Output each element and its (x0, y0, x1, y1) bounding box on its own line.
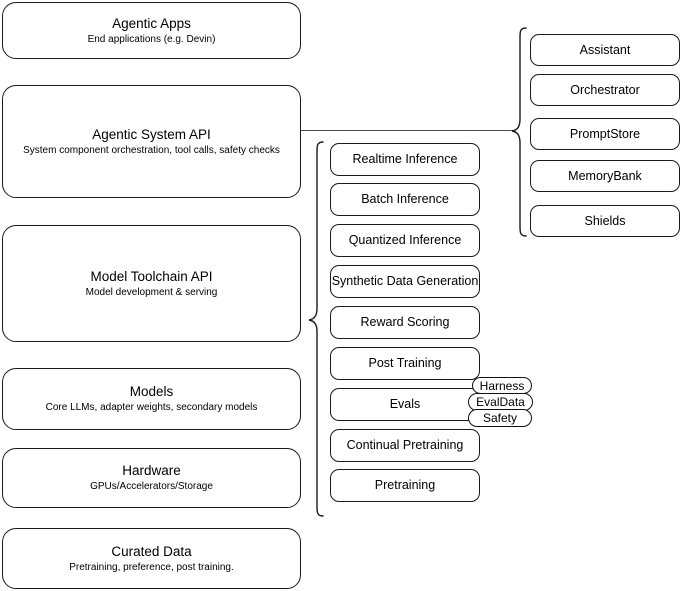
connector-system-api-to-components (301, 130, 513, 131)
badge-harness[interactable]: Harness (472, 377, 532, 394)
component-post-training[interactable]: Post Training (330, 347, 480, 380)
layer-curated-data[interactable]: Curated Data Pretraining, preference, po… (2, 528, 301, 589)
component-label: Synthetic Data Generation (331, 274, 479, 288)
component-continual-pretraining[interactable]: Continual Pretraining (330, 429, 480, 462)
component-label: Quantized Inference (348, 233, 462, 247)
system-component-label: Shields (584, 213, 626, 228)
component-reward-scoring[interactable]: Reward Scoring (330, 306, 480, 339)
component-label: Pretraining (374, 478, 436, 492)
layer-title: Curated Data (111, 543, 192, 559)
layer-title: Hardware (122, 463, 181, 478)
layer-subtitle: Pretraining, preference, post training. (69, 561, 234, 573)
badge-label: Safety (482, 411, 518, 425)
component-pretraining[interactable]: Pretraining (330, 469, 480, 502)
layer-title: Agentic System API (92, 126, 211, 142)
layer-title: Agentic Apps (112, 15, 191, 31)
badge-label: Harness (479, 378, 525, 393)
badge-label: EvalData (476, 395, 525, 409)
badge-safety[interactable]: Safety (468, 409, 532, 427)
layer-subtitle: System component orchestration, tool cal… (23, 144, 280, 156)
system-component-assistant[interactable]: Assistant (530, 34, 680, 66)
component-label: Batch Inference (361, 192, 449, 206)
component-batch-inference[interactable]: Batch Inference (330, 183, 480, 216)
layer-subtitle: Core LLMs, adapter weights, secondary mo… (45, 402, 258, 413)
layer-models[interactable]: Models Core LLMs, adapter weights, secon… (2, 368, 301, 430)
layer-subtitle: End applications (e.g. Devin) (87, 33, 216, 45)
layer-hardware[interactable]: Hardware GPUs/Accelerators/Storage (2, 448, 301, 508)
component-label: Continual Pretraining (346, 438, 464, 452)
layer-subtitle: Model development & serving (85, 286, 218, 298)
system-component-label: PromptStore (569, 126, 641, 141)
layer-model-toolchain-api[interactable]: Model Toolchain API Model development & … (2, 225, 301, 342)
system-component-label: Orchestrator (570, 82, 640, 97)
system-component-promptstore[interactable]: PromptStore (530, 118, 680, 150)
layer-agentic-system-api[interactable]: Agentic System API System component orch… (2, 85, 301, 198)
component-realtime-inference[interactable]: Realtime Inference (330, 143, 480, 176)
system-component-label: MemoryBank (568, 168, 642, 183)
component-label: Realtime Inference (352, 152, 458, 166)
component-quantized-inference[interactable]: Quantized Inference (330, 224, 480, 257)
brace-toolchain-components (308, 140, 324, 518)
layer-subtitle: GPUs/Accelerators/Storage (90, 481, 213, 492)
system-component-memorybank[interactable]: MemoryBank (530, 160, 680, 192)
layer-agentic-apps[interactable]: Agentic Apps End applications (e.g. Devi… (2, 2, 301, 59)
component-label: Reward Scoring (360, 315, 450, 329)
layer-title: Models (129, 384, 174, 399)
component-label: Post Training (368, 356, 442, 370)
component-label: Evals (389, 397, 421, 411)
component-evals[interactable]: Evals (330, 388, 480, 421)
component-synthetic-data-generation[interactable]: Synthetic Data Generation (330, 265, 480, 298)
system-component-orchestrator[interactable]: Orchestrator (530, 74, 680, 106)
layer-title: Model Toolchain API (90, 268, 213, 284)
brace-system-components (511, 26, 527, 238)
system-component-label: Assistant (579, 42, 631, 57)
system-component-shields[interactable]: Shields (530, 205, 680, 237)
